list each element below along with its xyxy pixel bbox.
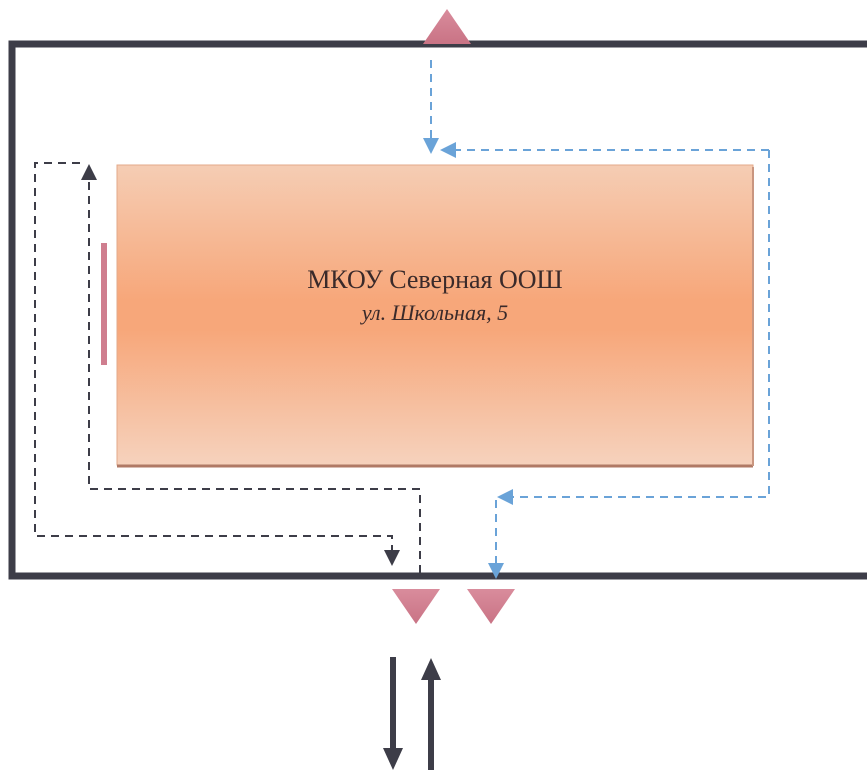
bottom-right-entrance-triangle-down-icon (467, 589, 515, 624)
school-building (116, 164, 754, 466)
vehicle-route (423, 60, 770, 579)
top-entrance-triangle-up-icon (423, 9, 471, 44)
bottom-left-entrance-triangle-down-icon (392, 589, 440, 624)
two-way-arrow-icon (383, 657, 441, 770)
pedestrian-route (34, 162, 421, 573)
side-entrance-marker (101, 243, 107, 365)
